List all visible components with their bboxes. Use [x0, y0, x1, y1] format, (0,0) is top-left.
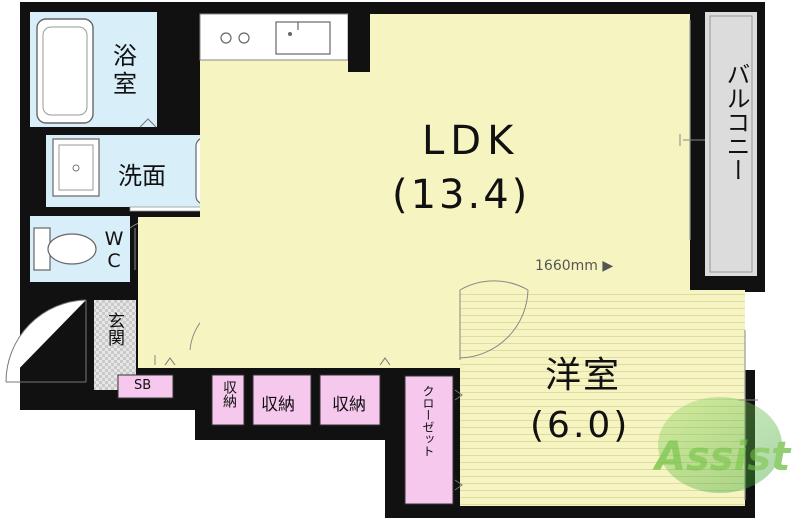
shoebox-label: SB: [134, 378, 152, 393]
washroom-label: 洗面: [118, 162, 166, 190]
storage-units: [117, 357, 463, 505]
ldk-size-label: (13.4): [392, 172, 531, 218]
western-size-label: (6.0): [530, 405, 631, 446]
ceiling-height-note: 1660mm ▶: [535, 258, 614, 274]
balcony: [705, 12, 757, 276]
entrance-label: 玄関: [104, 312, 124, 346]
bath-label: 浴室: [113, 42, 137, 98]
wc-label: WC: [103, 228, 125, 272]
storage-b-label: 収納: [332, 395, 366, 415]
assist-logo: Assist: [652, 397, 792, 493]
closet-label: クローゼット: [421, 385, 435, 457]
western-label: 洋室: [545, 355, 622, 396]
storage-a-label: 収納: [261, 395, 295, 415]
ldk-label: LDK: [422, 118, 520, 164]
balcony-label: バルコニー: [722, 62, 750, 182]
bath-room: [30, 12, 157, 128]
wc-room: [30, 216, 184, 282]
storage-small-label: 収納: [221, 380, 237, 408]
svg-text:Assist: Assist: [652, 434, 792, 480]
